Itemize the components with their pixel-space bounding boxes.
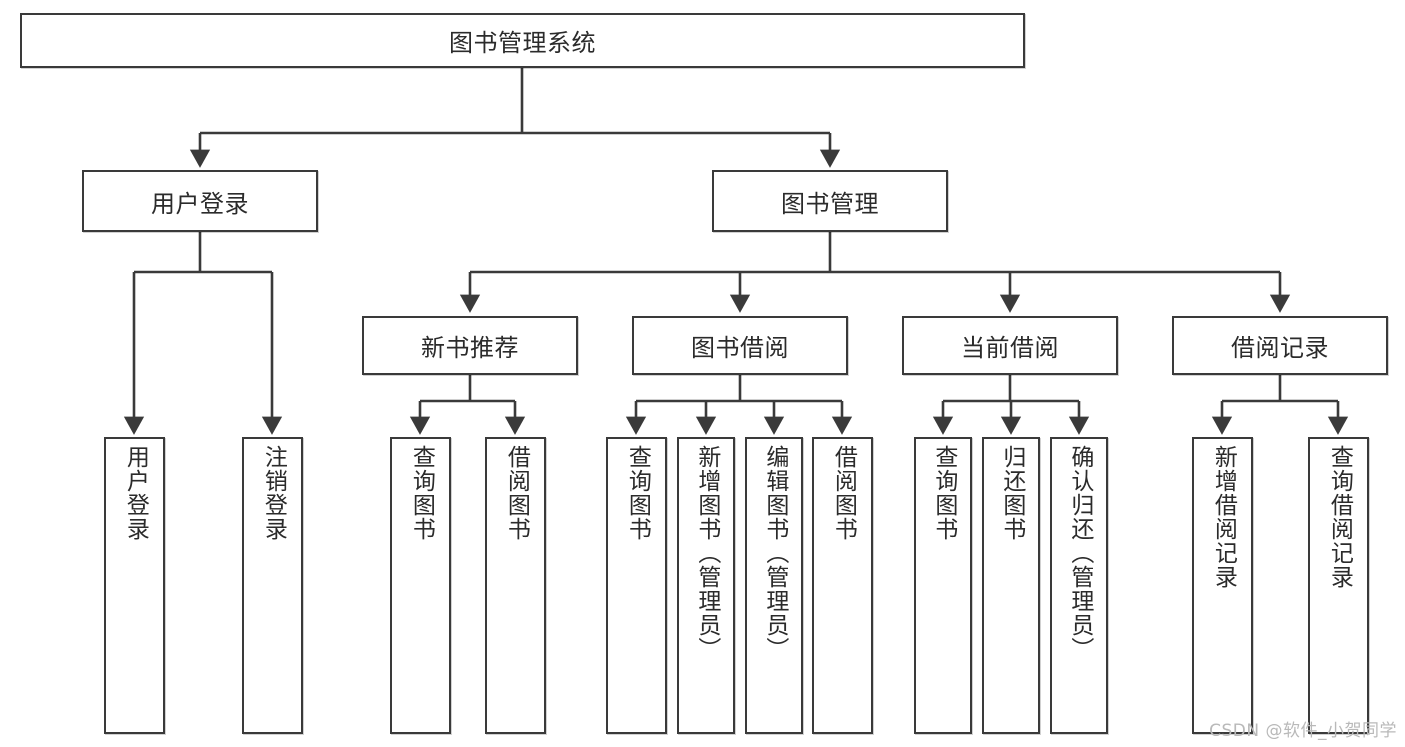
csdn-watermark: CSDN @软件_小贺同学	[1209, 721, 1397, 741]
node-leaf-query-book-1-label: 查询图书	[408, 445, 435, 541]
node-current-borrow-label: 当前借阅	[961, 334, 1059, 362]
node-leaf-add-book-admin[interactable]: 新增图书（管理员）	[677, 437, 735, 734]
node-leaf-query-borrow-record-label: 查询借阅记录	[1326, 445, 1353, 589]
node-current-borrow[interactable]: 当前借阅	[902, 316, 1118, 375]
node-root-label: 图书管理系统	[449, 29, 596, 57]
node-borrow-record-label: 借阅记录	[1231, 334, 1329, 362]
node-leaf-edit-book-admin-label: 编辑图书（管理员）	[761, 445, 788, 661]
node-leaf-borrow-book-2-label: 借阅图书	[830, 445, 857, 541]
node-root[interactable]: 图书管理系统	[20, 13, 1025, 68]
node-leaf-logout-login[interactable]: 注销登录	[242, 437, 303, 734]
node-leaf-query-book-3-label: 查询图书	[930, 445, 957, 541]
node-leaf-borrow-book-1-label: 借阅图书	[503, 445, 530, 541]
node-book-manage-label: 图书管理	[781, 189, 879, 218]
node-new-book-recommend-label: 新书推荐	[421, 334, 519, 362]
node-leaf-edit-book-admin[interactable]: 编辑图书（管理员）	[745, 437, 803, 734]
node-leaf-return-book-label: 归还图书	[998, 445, 1025, 541]
node-leaf-query-borrow-record[interactable]: 查询借阅记录	[1308, 437, 1369, 734]
node-leaf-borrow-book-2[interactable]: 借阅图书	[812, 437, 873, 734]
node-leaf-add-book-admin-label: 新增图书（管理员）	[693, 445, 720, 661]
node-leaf-logout-login-label: 注销登录	[260, 445, 287, 541]
node-user-login[interactable]: 用户登录	[82, 170, 318, 232]
node-leaf-return-book[interactable]: 归还图书	[982, 437, 1040, 734]
node-book-borrow[interactable]: 图书借阅	[632, 316, 848, 375]
node-borrow-record[interactable]: 借阅记录	[1172, 316, 1388, 375]
node-leaf-query-book-3[interactable]: 查询图书	[914, 437, 972, 734]
node-leaf-borrow-book-1[interactable]: 借阅图书	[485, 437, 546, 734]
node-leaf-add-borrow-record-label: 新增借阅记录	[1210, 445, 1237, 589]
node-user-login-label: 用户登录	[151, 189, 249, 218]
node-leaf-confirm-return-admin[interactable]: 确认归还（管理员）	[1050, 437, 1108, 734]
node-book-manage[interactable]: 图书管理	[712, 170, 948, 232]
node-leaf-add-borrow-record[interactable]: 新增借阅记录	[1192, 437, 1253, 734]
node-leaf-query-book-1[interactable]: 查询图书	[390, 437, 451, 734]
node-new-book-recommend[interactable]: 新书推荐	[362, 316, 578, 375]
node-leaf-query-book-2[interactable]: 查询图书	[606, 437, 667, 734]
node-leaf-confirm-return-admin-label: 确认归还（管理员）	[1066, 445, 1093, 661]
node-leaf-user-login[interactable]: 用户登录	[104, 437, 165, 734]
node-leaf-query-book-2-label: 查询图书	[624, 445, 651, 541]
node-book-borrow-label: 图书借阅	[691, 334, 789, 362]
node-leaf-user-login-label: 用户登录	[122, 445, 149, 541]
